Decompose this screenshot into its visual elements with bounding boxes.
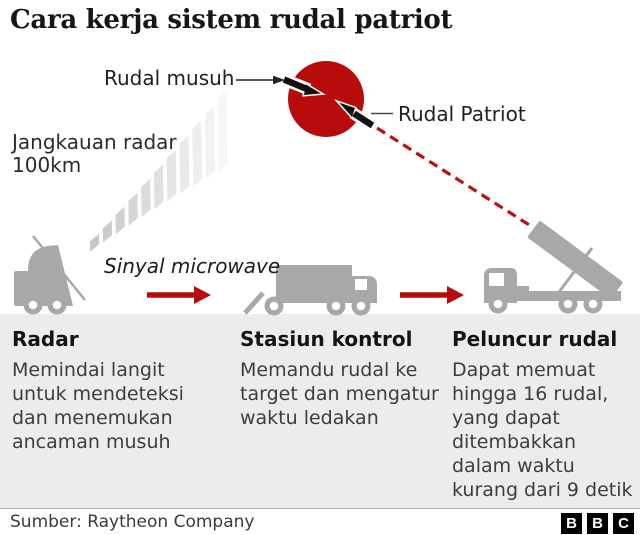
patriot-trajectory-dashed-line	[376, 126, 535, 230]
bbc-logo-block: B	[561, 513, 582, 534]
column-heading: Radar	[12, 327, 79, 351]
radar-range-label: Jangkauan radar 100km	[12, 130, 177, 177]
microwave-signal-label: Sinyal microwave	[104, 254, 281, 278]
control-station-truck-icon	[243, 265, 377, 316]
info-panel-background	[0, 314, 640, 508]
source-credit: Sumber: Raytheon Company	[10, 512, 255, 532]
enemy-missile-label: Rudal musuh	[104, 66, 235, 90]
bbc-logo-block: B	[587, 513, 608, 534]
column-body: Memindai langit untuk mendeteksi dan men…	[12, 359, 184, 453]
column-heading: Stasiun kontrol	[240, 327, 413, 351]
column-launcher: Peluncur rudal Dapat memuat hingga 16 ru…	[452, 327, 634, 502]
column-heading: Peluncur rudal	[452, 327, 618, 351]
column-radar: Radar Memindai langit untuk mendeteksi d…	[12, 327, 187, 454]
enemy-missile-pointer-line	[236, 75, 285, 85]
launcher-truck-icon	[484, 221, 623, 314]
enemy-missile-icon	[280, 73, 326, 97]
page-title: Cara kerja sistem rudal patriot	[10, 5, 453, 35]
flow-arrow-icon	[400, 286, 464, 304]
flow-arrow-icon	[147, 286, 211, 304]
bbc-logo: B B C	[561, 513, 634, 534]
column-body: Dapat memuat hingga 16 rudal, yang dapat…	[452, 359, 633, 501]
explosion-icon	[288, 61, 364, 137]
column-control-station: Stasiun kontrol Memandu rudal ke target …	[240, 327, 445, 430]
patriot-missile-label: Rudal Patriot	[398, 102, 526, 126]
radar-truck-icon	[14, 235, 86, 315]
bbc-logo-block: C	[613, 513, 634, 534]
column-body: Memandu rudal ke target dan mengatur wak…	[240, 359, 439, 429]
radar-beam-icon	[89, 90, 229, 252]
footer: Sumber: Raytheon Company B B C	[0, 508, 640, 535]
patriot-missile-icon	[334, 99, 377, 132]
